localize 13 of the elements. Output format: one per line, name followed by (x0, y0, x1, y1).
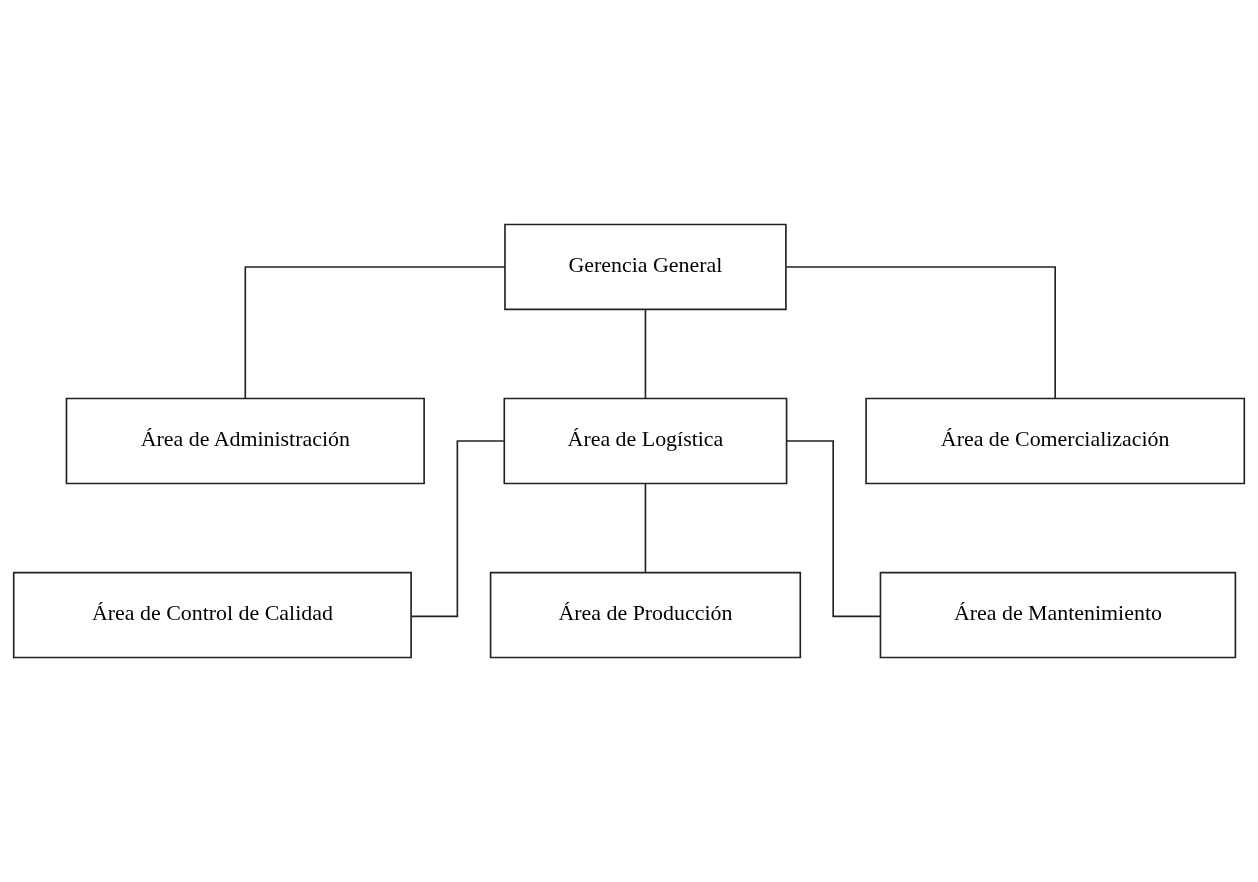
connector (644, 308, 647, 400)
node-box: Gerencia General (504, 223, 787, 311)
connector (244, 266, 506, 400)
node-box: Área de Control de Calidad (12, 571, 412, 659)
node-box: Área de Administración (65, 397, 425, 485)
connector (785, 266, 1056, 400)
connector (644, 482, 647, 574)
node-box: Área de Mantenimiento (879, 571, 1237, 659)
node-box: Área de Producción (489, 571, 802, 659)
connector (410, 440, 505, 618)
connector (785, 440, 882, 618)
node-box: Área de Comercialización (865, 397, 1246, 485)
node-box: Área de Logística (503, 397, 788, 485)
